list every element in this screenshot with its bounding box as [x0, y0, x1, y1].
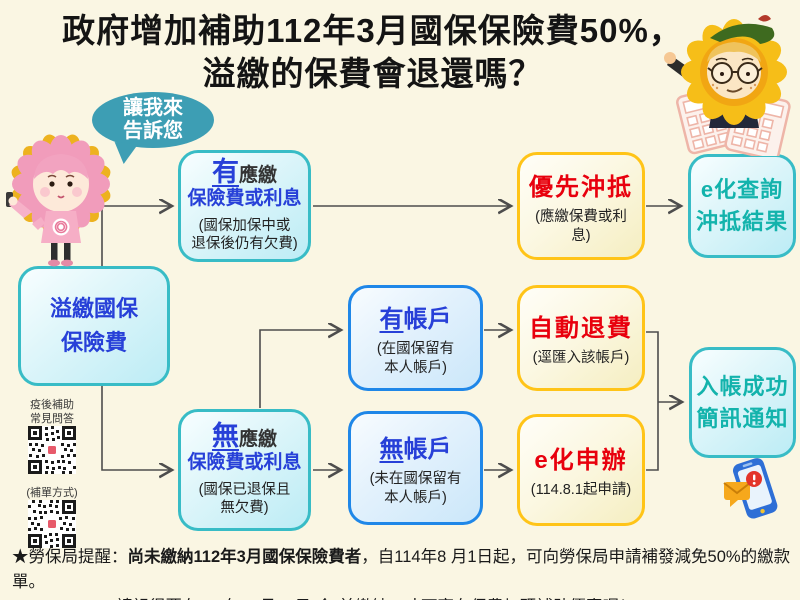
sunflower-glasses-mascot: [664, 15, 791, 156]
qr-label-faq-line1: 疫後補助: [30, 399, 74, 411]
has-payable-line2: 保險費或利息: [187, 187, 302, 209]
qr-label-faq-line2: 常見問答: [30, 413, 74, 426]
no-account-note2: 本人帳戶): [384, 489, 447, 506]
has-account-big: 有: [379, 306, 404, 334]
speech-bubble: 讓我來 告訴您: [92, 92, 214, 148]
no-account-big: 無: [379, 436, 404, 464]
speech-bubble-line2: 告訴您: [123, 120, 183, 142]
qr-label-billing-text: (補單方式): [26, 487, 78, 499]
has-account-suffix: 帳戶: [403, 306, 452, 334]
no-payable-note1: (國保已退保且: [198, 482, 291, 499]
box-no-payable: 無應繳 保險費或利息 (國保已退保且 無欠費): [178, 409, 311, 531]
no-account-suffix: 帳戶: [403, 436, 452, 464]
footer-line2: 請記得要在114年10月31日(含)前繳納，才可享有保費加碼補助優惠喔！: [12, 595, 794, 600]
box-sms-notice: 入帳成功 簡訊通知: [689, 347, 796, 458]
has-payable-note1: (國保加保中或: [198, 218, 291, 235]
qr-label-billing: (補單方式): [13, 486, 91, 500]
has-account-note1: (在國保留有: [376, 341, 455, 358]
page-title-line2: 溢繳的保費會退還嗎？: [202, 54, 543, 92]
auto-refund-title: 自動退費: [529, 315, 633, 343]
page-title: 政府增加補助112年3月國保保險費50%， 溢繳的保費會退還嗎？: [0, 10, 745, 96]
sunflower-girl-mascot: [6, 134, 111, 267]
footer-rest: ，自114年8 月1日起，可向勞保局申請補發減免50%的繳款單。: [12, 548, 791, 591]
no-payable-suffix: 應繳: [238, 428, 277, 450]
sms-line1: 入帳成功: [696, 373, 789, 399]
priority-offset-title: 優先沖抵: [529, 174, 633, 202]
box-no-account: 無帳戶 (未在國保留有 本人帳戶): [348, 411, 483, 525]
e-apply-title: e化申辦: [534, 447, 628, 475]
footer-reminder: ★勞保局提醒：尚未繳納112年3月國保保險費者，自114年8 月1日起，可向勞保…: [12, 545, 794, 600]
box-has-account: 有帳戶 (在國保留有 本人帳戶): [348, 285, 483, 391]
box-overpaid-premium: 溢繳國保 保險費: [18, 266, 170, 386]
box-e-apply: e化申辦 (114.8.1起申請): [517, 414, 645, 526]
footer-prefix: 勞保局提醒：: [28, 548, 128, 566]
has-payable-note2: 退保後仍有欠費): [191, 236, 298, 253]
overpaid-line2: 保險費: [60, 330, 127, 355]
e-query-line2: 沖抵結果: [695, 209, 788, 234]
qr-code-billing: [28, 500, 76, 548]
e-apply-note: (114.8.1起申請): [530, 482, 632, 499]
has-account-note2: 本人帳戶): [384, 359, 447, 376]
no-account-note1: (未在國保留有: [369, 471, 462, 488]
phone-message-icon: [723, 458, 778, 519]
no-payable-big: 無: [211, 420, 239, 451]
priority-offset-note2: 息): [571, 227, 591, 244]
has-payable-big: 有: [211, 156, 239, 187]
qr-label-faq: 疫後補助 常見問答: [13, 398, 91, 427]
box-auto-refund: 自動退費 (逕匯入該帳戶): [517, 285, 645, 391]
has-payable-suffix: 應繳: [238, 164, 277, 186]
footer-bold: 尚未繳納112年3月國保保險費者: [127, 548, 362, 566]
overpaid-line1: 溢繳國保: [49, 295, 138, 321]
no-payable-note2: 無欠費): [220, 500, 269, 517]
speech-bubble-line1: 讓我來: [123, 97, 183, 119]
page-title-line1: 政府增加補助112年3月國保保險費50%，: [62, 12, 683, 49]
box-priority-offset: 優先沖抵 (應繳保費或利 息): [517, 152, 645, 260]
box-e-query-result: e化查詢 沖抵結果: [688, 154, 796, 258]
qr-code-faq: [28, 426, 76, 474]
box-has-payable: 有應繳 保險費或利息 (國保加保中或 退保後仍有欠費): [178, 150, 311, 262]
star-icon: ★: [12, 548, 29, 566]
no-payable-line2: 保險費或利息: [187, 451, 302, 473]
auto-refund-note: (逕匯入該帳戶): [532, 350, 630, 367]
sms-line2: 簡訊通知: [696, 405, 789, 431]
priority-offset-note1: (應繳保費或利: [535, 209, 627, 226]
footer-line1: ★勞保局提醒：尚未繳納112年3月國保保險費者，自114年8 月1日起，可向勞保…: [12, 545, 794, 595]
e-query-line1: e化查詢: [700, 177, 784, 203]
